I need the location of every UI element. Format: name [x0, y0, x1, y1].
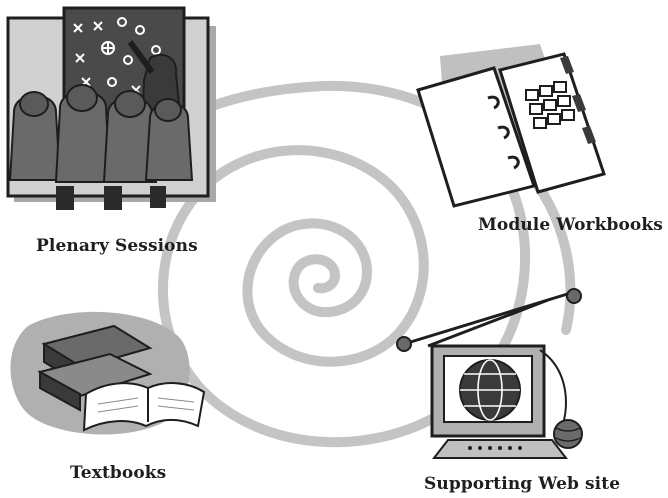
computer-knitting-icon: [396, 288, 583, 459]
supporting-web-site-label: Supporting Web site: [424, 474, 621, 494]
workbook-binder-icon: [416, 44, 606, 208]
textbooks-label: Textbooks: [70, 463, 167, 483]
spiral-path: [158, 80, 531, 448]
module-workbooks-label: Module Workbooks: [478, 215, 663, 235]
plenary-sessions-label: Plenary Sessions: [36, 236, 198, 256]
books-stack-icon: [10, 311, 206, 435]
presentation-group-icon: [6, 6, 216, 210]
